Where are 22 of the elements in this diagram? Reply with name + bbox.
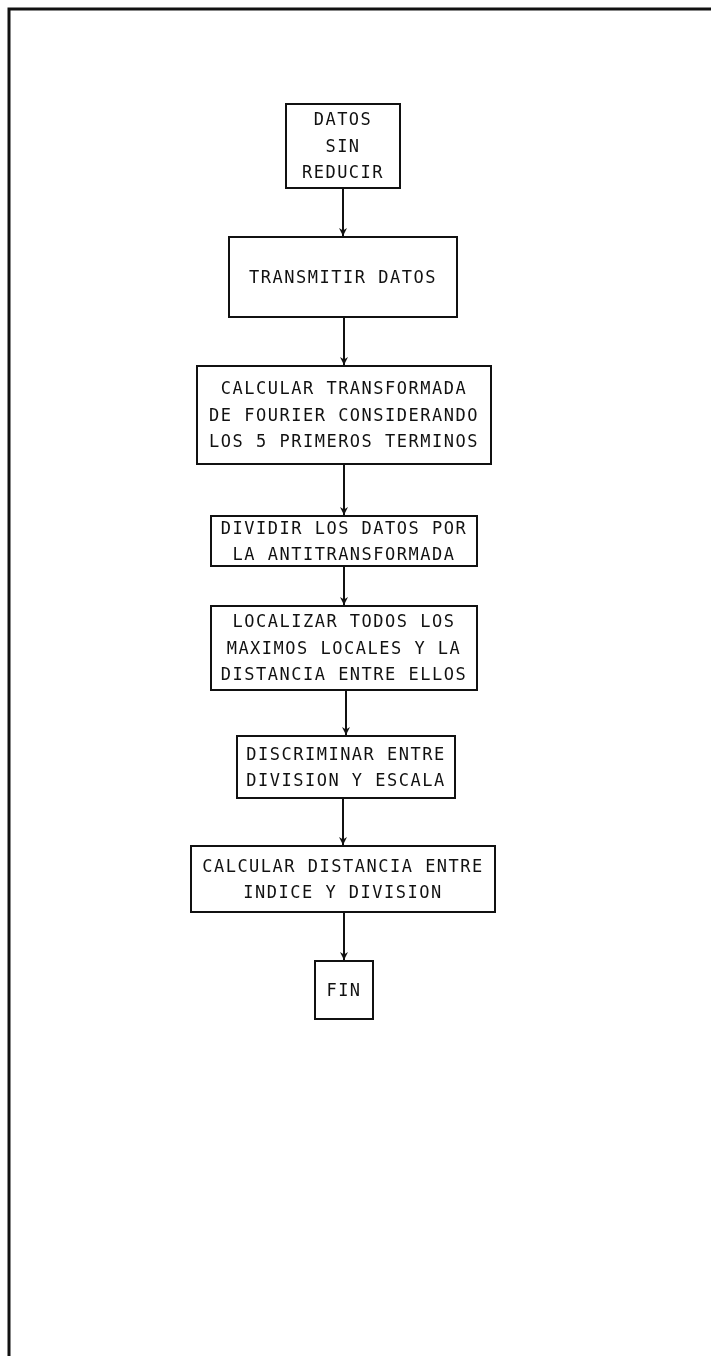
process-box bbox=[314, 960, 374, 1020]
arrow bbox=[339, 188, 347, 237]
step-text: DATOS SIN REDUCIR bbox=[300, 108, 386, 185]
process-box bbox=[285, 103, 401, 189]
step-text: TRANSMITIR DATOS bbox=[249, 265, 437, 289]
process-box bbox=[210, 605, 478, 691]
process-box bbox=[228, 236, 458, 318]
arrow bbox=[339, 798, 347, 846]
arrow bbox=[342, 690, 350, 736]
step-text: CALCULAR DISTANCIA ENTRE INDICE Y DIVISION bbox=[201, 854, 485, 904]
arrow bbox=[340, 566, 348, 606]
arrow bbox=[340, 317, 348, 366]
process-box bbox=[190, 845, 496, 913]
step-text: DIVIDIR LOS DATOS POR LA ANTITRANSFORMADA bbox=[220, 516, 468, 566]
process-box bbox=[196, 365, 492, 465]
arrow bbox=[340, 464, 348, 516]
process-box bbox=[236, 735, 456, 799]
step-text: CALCULAR TRANSFORMADA DE FOURIER CONSIDERANDO LOS 5 PRIMEROS TERMINOS bbox=[208, 377, 480, 454]
step-text: DISCRIMINAR ENTRE DIVISION Y ESCALA bbox=[246, 742, 446, 792]
step-text: FIN bbox=[326, 978, 362, 1002]
arrow bbox=[340, 912, 348, 961]
step-text: LOCALIZAR TODOS LOS MAXIMOS LOCALES Y LA DISTANCIA ENTRE ELLOS bbox=[220, 610, 468, 687]
